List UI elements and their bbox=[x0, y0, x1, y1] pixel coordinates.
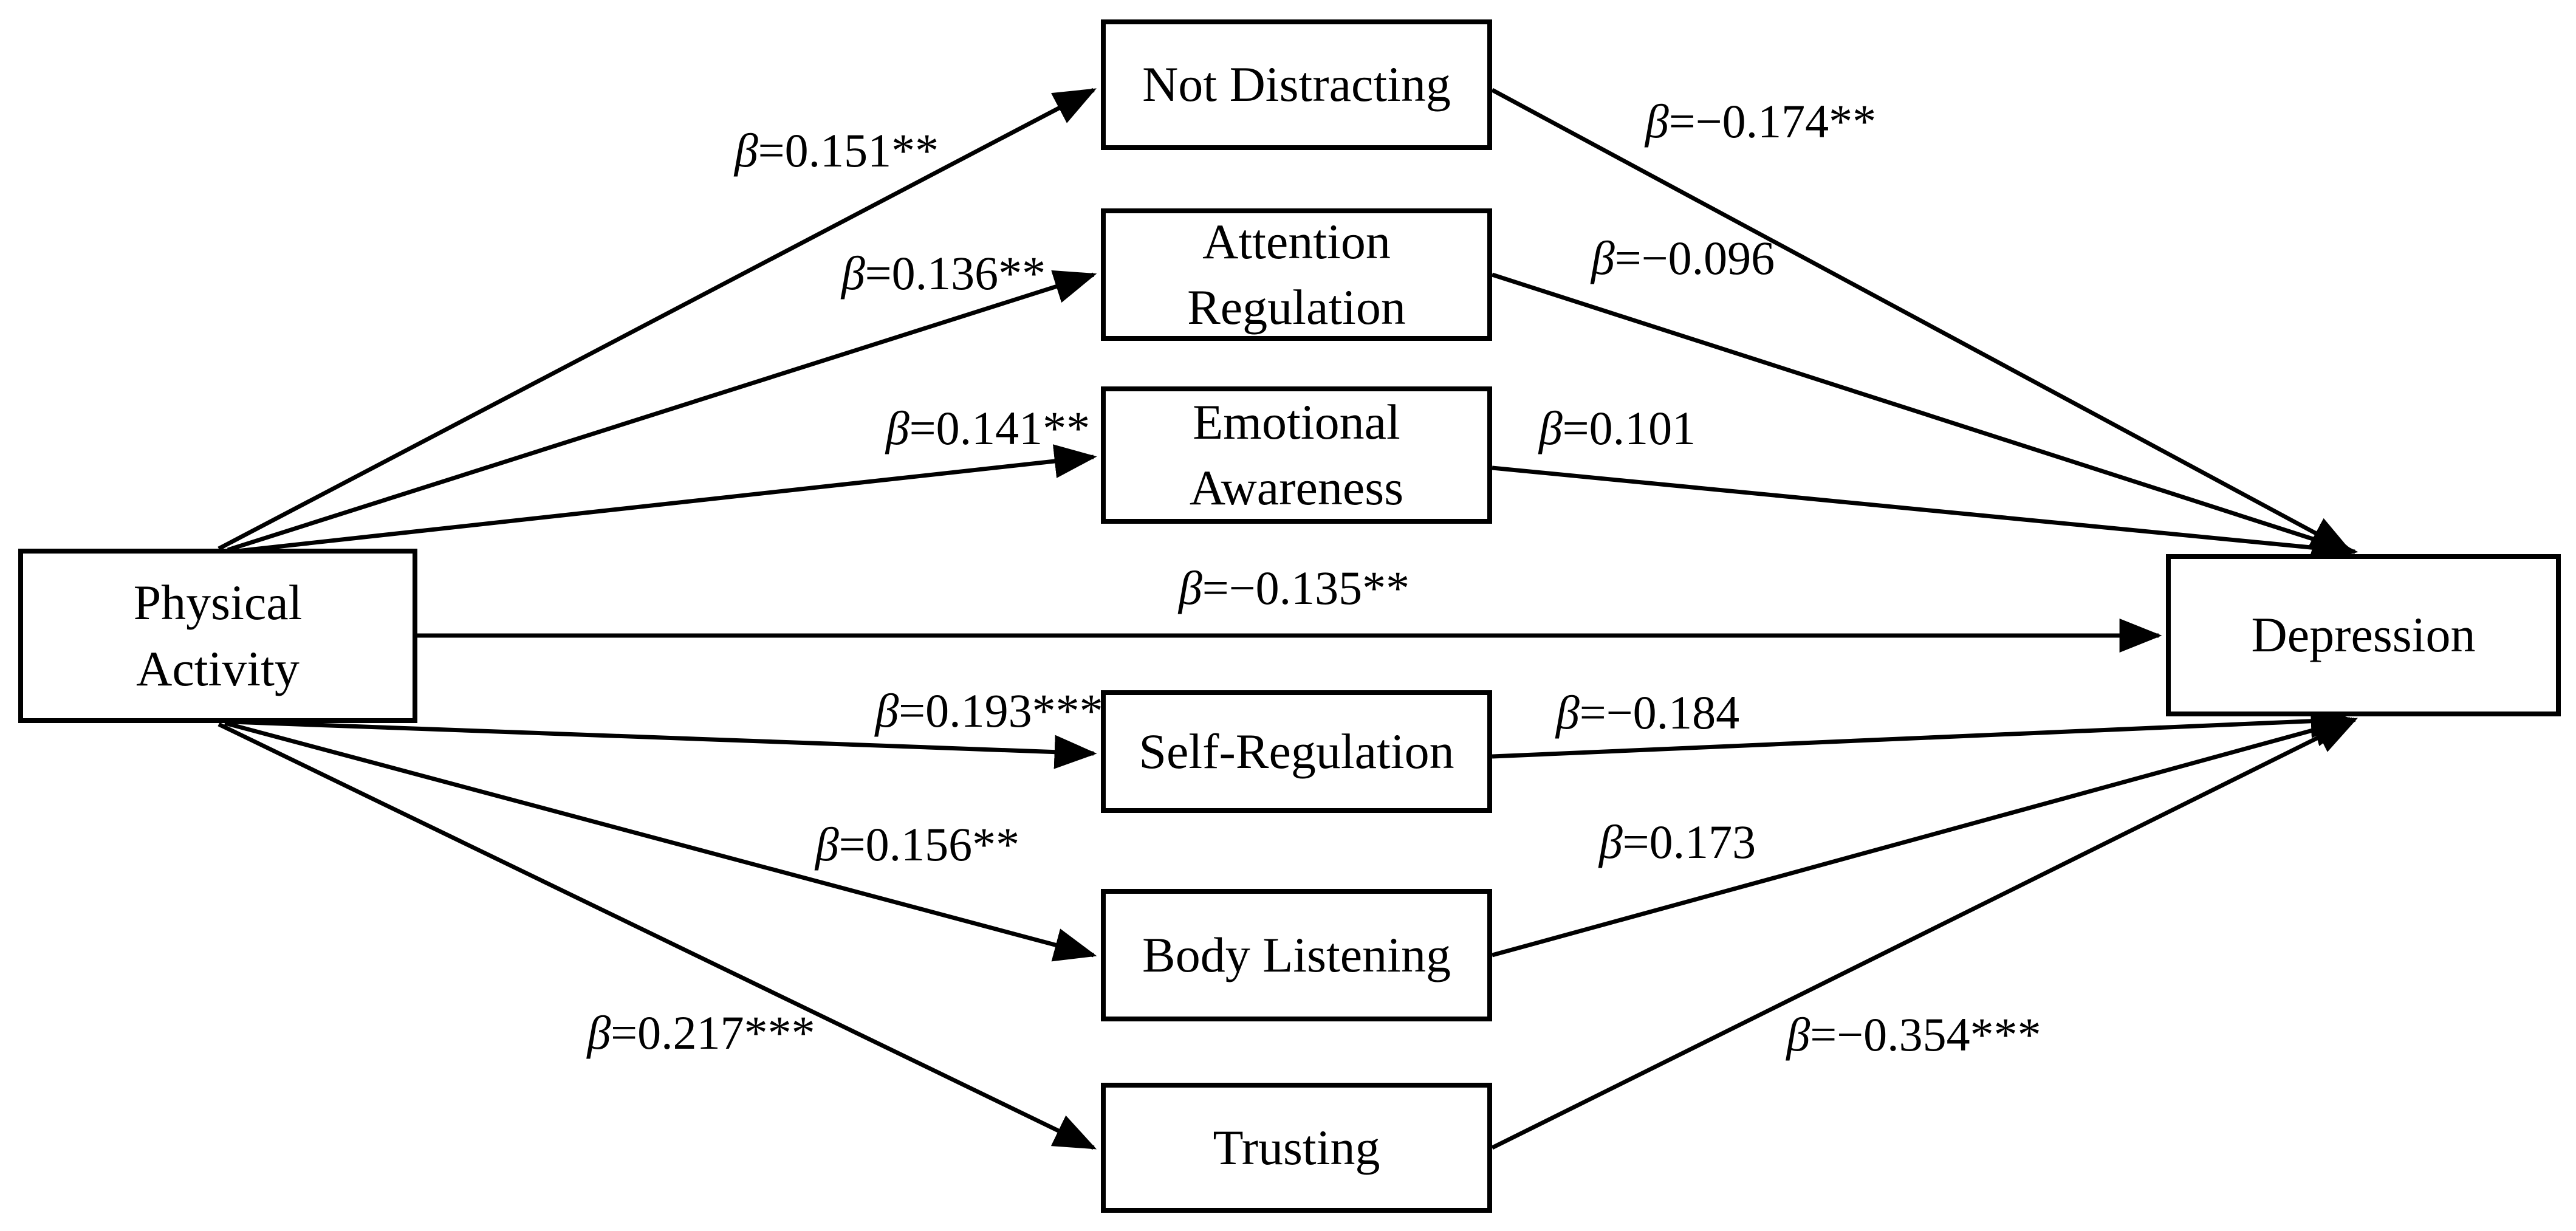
mediator-box-attention-regulation: Attention Regulation bbox=[1101, 208, 1492, 341]
coefficient-self-regulation-to-depression: β=−0.184 bbox=[1555, 686, 1740, 739]
path-emotional-awareness-to-depression bbox=[1492, 465, 2358, 565]
path-self-regulation-to-depression bbox=[1492, 704, 2354, 759]
coefficient-pa-to-body-listening: β=0.156** bbox=[815, 818, 1020, 871]
mediator-box-emotional-awareness: Emotional Awareness bbox=[1101, 386, 1492, 524]
path-pa-to-emotional-awareness bbox=[236, 444, 1097, 554]
coefficient-pa-to-depression-direct: β=−0.135** bbox=[1178, 561, 1410, 614]
path-not-distracting-to-depression bbox=[1491, 87, 2353, 554]
path-pa-to-body-listening bbox=[224, 721, 1097, 962]
path-pa-to-trusting bbox=[218, 722, 1097, 1150]
path-pa-to-self-regulation bbox=[230, 719, 1097, 769]
mediator-box-body-listening: Body Listening bbox=[1101, 889, 1492, 1021]
coefficient-pa-to-emotional-awareness: β=0.141** bbox=[885, 402, 1091, 454]
coefficient-emotional-awareness-to-depression: β=0.101 bbox=[1538, 402, 1696, 454]
path-trusting-to-depression bbox=[1491, 717, 2358, 1150]
outcome-box-depression: Depression bbox=[2166, 554, 2561, 716]
coefficient-not-distracting-to-depression: β=−0.174** bbox=[1645, 95, 1877, 148]
coefficient-attention-regulation-to-depression: β=−0.096 bbox=[1591, 231, 1775, 284]
path-attention-regulation-to-depression bbox=[1491, 272, 2356, 556]
mediator-box-trusting: Trusting bbox=[1101, 1083, 1492, 1213]
coefficient-body-listening-to-depression: β=0.173 bbox=[1598, 815, 1756, 868]
predictor-box-physical-activity: Physical Activity bbox=[18, 549, 417, 723]
coefficient-pa-to-not-distracting: β=0.151** bbox=[734, 124, 939, 177]
coefficient-pa-to-self-regulation: β=0.193*** bbox=[875, 684, 1103, 737]
path-body-listening-to-depression bbox=[1492, 713, 2356, 958]
mediator-box-self-regulation: Self-Regulation bbox=[1101, 690, 1492, 813]
path-pa-to-not-distracting bbox=[218, 87, 1097, 551]
coefficient-pa-to-trusting: β=0.217*** bbox=[587, 1006, 815, 1059]
path-pa-to-attention-regulation bbox=[227, 270, 1097, 552]
mediator-box-not-distracting: Not Distracting bbox=[1101, 19, 1492, 150]
coefficient-trusting-to-depression: β=−0.354*** bbox=[1786, 1008, 2041, 1061]
coefficient-pa-to-attention-regulation: β=0.136** bbox=[841, 247, 1046, 300]
